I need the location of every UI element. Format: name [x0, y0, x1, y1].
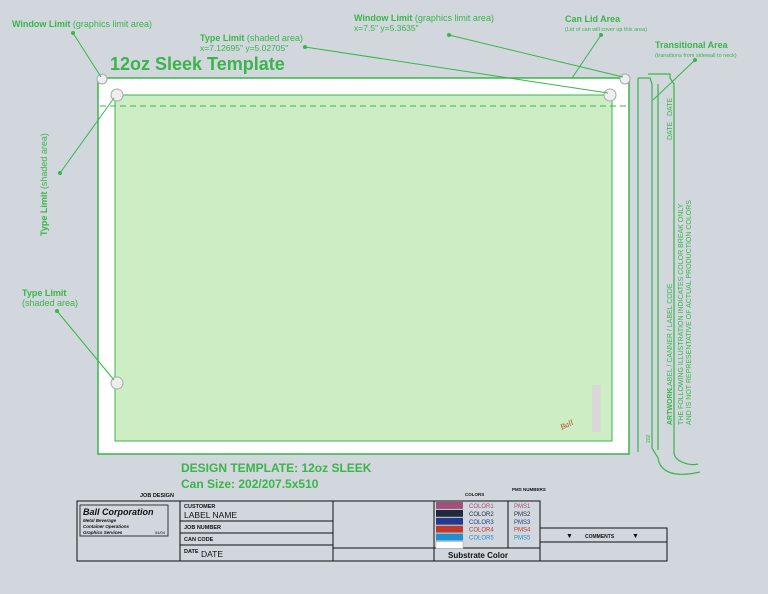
callout-window-limit-tl: Window Limit (graphics limit area) [12, 19, 152, 29]
title-block: JOB DESIGN Ball Corporation Metal Bevera… [76, 487, 668, 562]
side-disclaimer-1: THE FOLLOWING ILLUSTRATION INDICATES COL… [678, 203, 685, 425]
comments-label: COMMENTS [585, 534, 615, 540]
pms-number: PMS3 [514, 520, 531, 526]
pms-number: PMS4 [514, 528, 531, 534]
leader-lines [56, 32, 696, 381]
type-limit-area [114, 94, 613, 442]
callout-type-limit-left-rotated: Type Limit (shaded area) [39, 133, 49, 236]
template-title: 12oz Sleek Template [110, 54, 285, 74]
callout-transitional-note: (transitions from sidewall to neck) [655, 53, 737, 59]
company-box [79, 504, 169, 537]
window-corner-marker-tr [619, 73, 631, 85]
color-swatch [436, 533, 463, 541]
colors-header: COLORS [465, 492, 484, 497]
pms-header: PMS NUMBERS [512, 487, 546, 492]
color-name: COLOR5 [469, 536, 494, 542]
callout-type-limit-left-note: (shaded area) [22, 298, 78, 308]
can-profile [637, 73, 701, 475]
pms-number: PMS1 [514, 504, 531, 510]
side-artwork: ARTWORK [667, 388, 674, 425]
side-date: DATE [667, 122, 674, 140]
callout-window-limit-coords: x=7.5" y=5.3635" [354, 23, 419, 33]
pms-number: PMS5 [514, 536, 531, 542]
division-1: Metal Beverage [83, 518, 117, 523]
color-name: COLOR4 [469, 528, 494, 534]
division-3: Graphics Services [83, 530, 123, 535]
side-panel-text: DATE DATE ARTWORK LABEL / CANNER / LABEL… [646, 98, 693, 443]
comments-arrow-right: ▼ [632, 533, 639, 540]
color-swatch [436, 509, 463, 517]
callout-window-limit-top: Window Limit (graphics limit area) [354, 13, 494, 23]
callout-type-limit-top: Type Limit (shaded area) [200, 33, 303, 43]
side-disclaimer-2: AND IS NOT REPRESENTATIVE OF ACTUAL PROD… [686, 200, 693, 425]
color-name: COLOR1 [469, 504, 494, 510]
callout-can-lid-note: (Lid of can will cover up this area) [565, 27, 647, 33]
form-code: 04/04 [155, 530, 166, 535]
callout-type-limit-left: Type Limit [22, 288, 66, 298]
window-corner-marker-tl [96, 73, 108, 85]
barcode-area [592, 385, 601, 432]
comments-arrow-left: ▼ [566, 533, 573, 540]
date-label: DATE [184, 549, 199, 555]
callout-type-limit-coords: x=7.12695" y=5.02705" [200, 43, 288, 53]
job-design-label: JOB DESIGN [140, 493, 174, 499]
color-swatch [436, 525, 463, 533]
can-code-label: CAN CODE [184, 537, 214, 543]
leader-dots [55, 31, 697, 313]
side-label-line: LABEL / CANNER / LABEL CODE [667, 283, 674, 390]
pms-number: PMS2 [514, 512, 531, 518]
job-number-label: JOB NUMBER [184, 525, 221, 531]
division-2: Container Operations [83, 524, 130, 529]
design-template-line2: Can Size: 202/207.5x510 [181, 477, 319, 491]
type-corner-marker-tr [603, 88, 617, 102]
customer-label: CUSTOMER [184, 504, 215, 510]
color-swatch-blank [435, 541, 464, 549]
callout-can-lid-area: Can Lid Area [565, 14, 621, 24]
side-code: 202 [646, 434, 652, 443]
side-date-2: DATE [667, 98, 674, 116]
company-name: Ball Corporation [83, 507, 154, 517]
callout-transitional-area: Transitional Area [655, 40, 729, 50]
customer-value: LABEL NAME [184, 510, 237, 520]
design-template-line1: DESIGN TEMPLATE: 12oz SLEEK [181, 461, 372, 475]
color-name: COLOR2 [469, 512, 494, 518]
color-swatch [436, 517, 463, 525]
color-swatch [436, 502, 463, 509]
substrate-color: Substrate Color [448, 551, 508, 560]
date-value: DATE [201, 549, 223, 559]
color-name: COLOR3 [469, 520, 494, 526]
